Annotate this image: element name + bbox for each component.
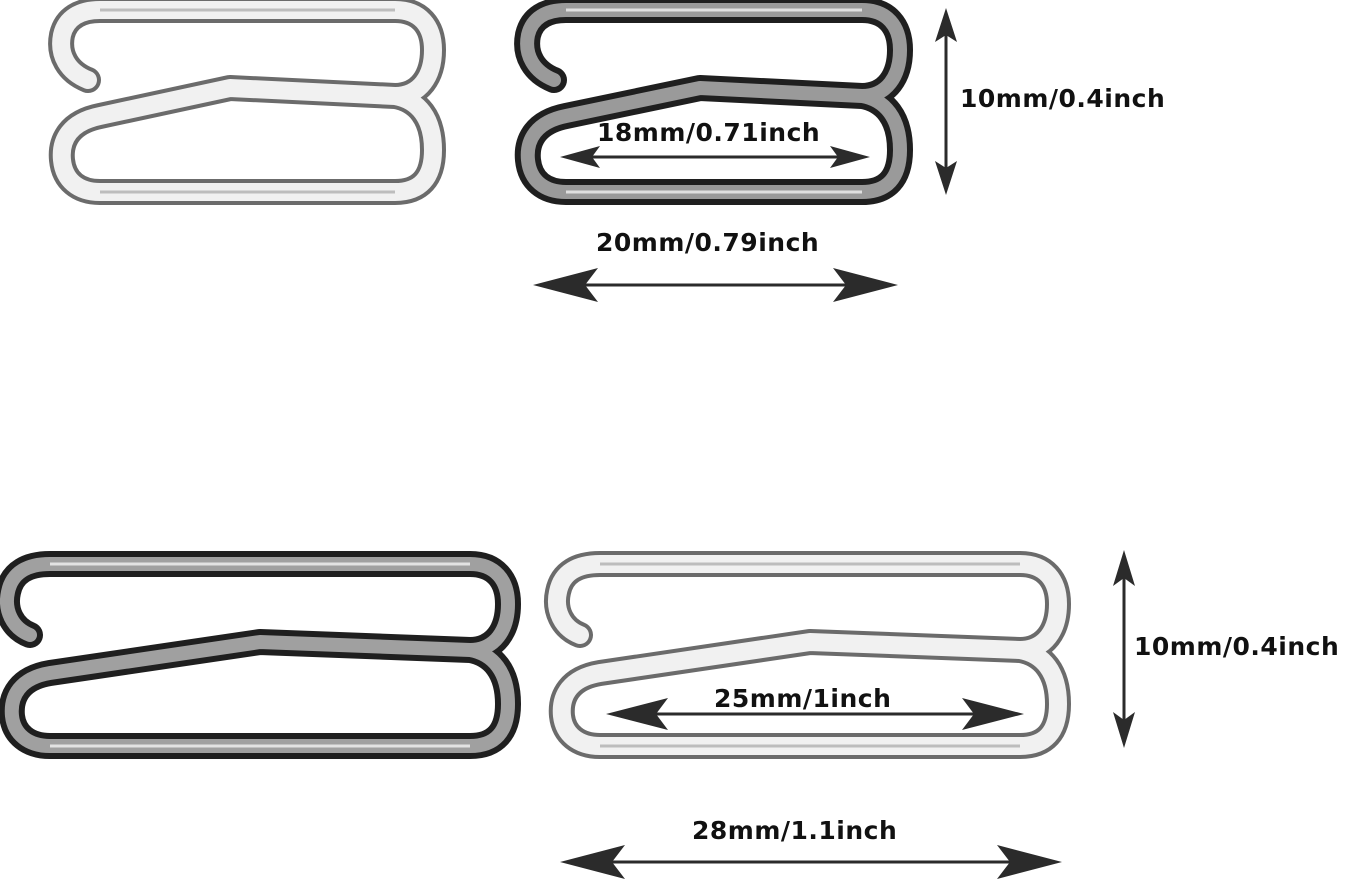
small-outer-width-arrow xyxy=(533,268,898,302)
large-inner-width-arrow xyxy=(606,698,1024,730)
large-outer-width-label: 28mm/1.1inch xyxy=(692,816,898,845)
small-hook-gunmetal xyxy=(514,0,913,205)
large-hook-gunmetal xyxy=(0,551,521,759)
small-outer-width-label: 20mm/0.79inch xyxy=(596,228,820,257)
large-height-arrow xyxy=(1113,550,1135,748)
large-height-label: 10mm/0.4inch xyxy=(1134,632,1340,661)
small-inner-width-arrow xyxy=(560,146,870,168)
small-hook-silver xyxy=(48,0,446,205)
small-inner-width-label: 18mm/0.71inch xyxy=(597,118,821,147)
large-hook-silver xyxy=(544,551,1071,759)
large-outer-width-arrow xyxy=(560,845,1062,879)
small-height-label: 10mm/0.4inch xyxy=(960,84,1166,113)
small-height-arrow xyxy=(935,8,957,195)
large-inner-width-label: 25mm/1inch xyxy=(714,684,892,713)
